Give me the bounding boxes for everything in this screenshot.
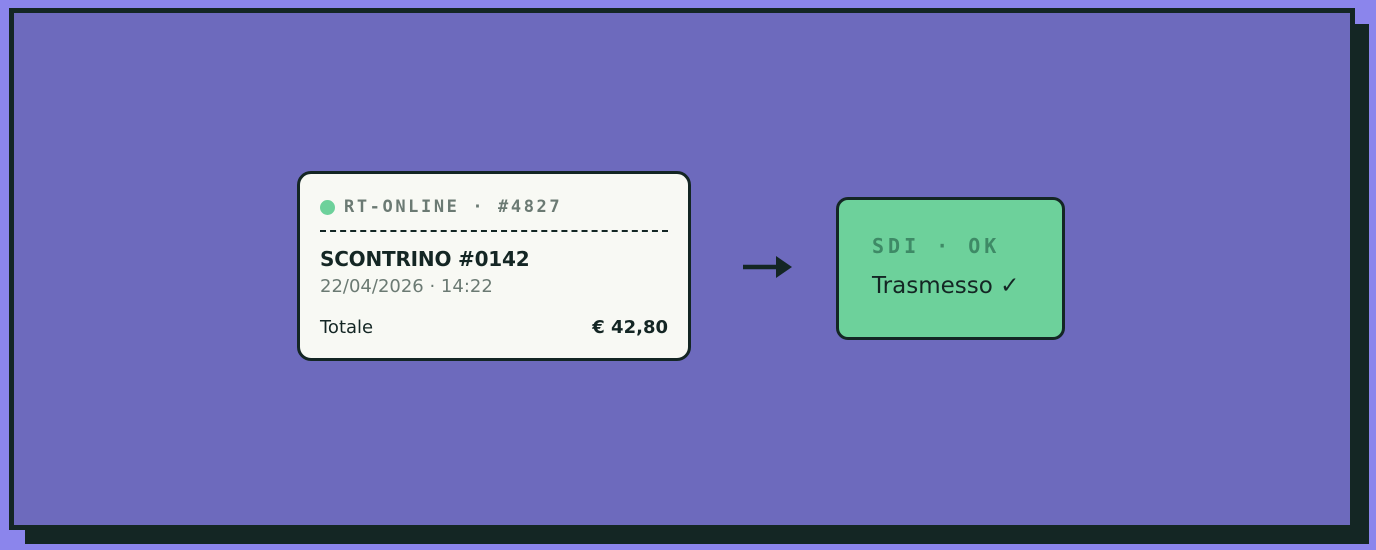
transmitted-message: Trasmesso ✓ (872, 273, 1020, 299)
arrow-right-icon (743, 256, 792, 278)
dashed-divider (320, 230, 668, 232)
total-value: € 42,80 (592, 317, 668, 338)
sdi-status-label: SDI · OK (872, 234, 1001, 258)
receipt-card: RT-ONLINE · #4827 SCONTRINO #0142 22/04/… (297, 171, 691, 361)
sdi-status-card: SDI · OK Trasmesso ✓ (836, 197, 1065, 340)
receipt-header: RT-ONLINE · #4827 (320, 194, 668, 220)
online-status-dot (320, 199, 335, 215)
receipt-total-row: Totale € 42,80 (320, 317, 668, 338)
total-label: Totale (320, 317, 374, 338)
receipt-datetime: 22/04/2026 · 14:22 (320, 276, 493, 297)
receipt-title: SCONTRINO #0142 (320, 247, 530, 271)
device-label: RT-ONLINE · #4827 (344, 197, 563, 217)
